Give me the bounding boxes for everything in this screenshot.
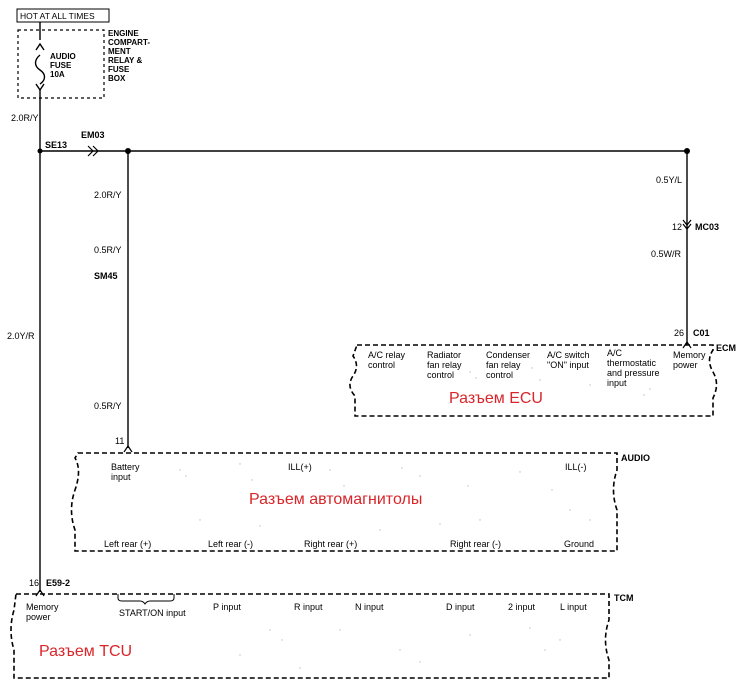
mc03-connector-symbol — [682, 219, 692, 230]
audio-fuse-label: AUDIO FUSE 10A — [50, 52, 76, 79]
fuse-box-label: ENGINE COMPART- MENT RELAY & FUSE BOX — [108, 29, 151, 83]
audio-name: AUDIO — [621, 453, 650, 463]
audio-pin-ground: Ground — [564, 539, 595, 549]
connector-sm45: SM45 — [94, 271, 118, 281]
em03-connector-symbol — [87, 145, 99, 157]
tcm-connector-outline — [10, 593, 610, 679]
ecm-pin-memory-power: Memory power — [673, 350, 706, 370]
connector-c01-pin: 26 — [674, 328, 685, 338]
hot-at-all-times-box — [16, 8, 110, 23]
ecm-pin-ac-switch: A/C switch "ON" input — [547, 350, 590, 370]
tcm-pin-l: L input — [560, 602, 587, 612]
tcm-pin-memory-power: Memory power — [26, 602, 59, 622]
ecm-caption: Разъем ECU — [449, 390, 543, 407]
connector-se13: SE13 — [45, 140, 68, 150]
connector-c01: C01 — [693, 328, 710, 338]
ecm-pin-ac-relay: A/C relay control — [368, 350, 406, 370]
tcm-pin-r: R input — [294, 602, 323, 612]
audio-pin-ill-minus: ILL(-) — [565, 462, 587, 472]
ecm-pin-radiator-fan: Radiator fan relay control — [427, 350, 462, 380]
audio-pin-right-rear-plus: Right rear (+) — [304, 539, 358, 549]
tcm-pin-start-on: START/ON input — [119, 608, 186, 618]
splice-dot-se13 — [37, 148, 43, 154]
tcm-pin-p: P input — [213, 602, 241, 612]
scan-noise — [179, 367, 651, 669]
audio-pin-left-rear-minus: Left rear (-) — [208, 539, 254, 549]
audio-pin-battery: Battery input — [111, 462, 140, 482]
tcm-pin-arrow — [35, 588, 45, 597]
tcm-name: TCM — [614, 593, 634, 603]
wire-label-ecu-bot: 0.5W/R — [651, 249, 682, 259]
wire-label-fuse-out: 2.0R/Y — [11, 113, 39, 123]
connector-e59-pin: 16 — [29, 578, 40, 588]
audio-pin-right-rear-minus: Right rear (-) — [450, 539, 502, 549]
connector-audio-pin: 11 — [115, 436, 125, 446]
tcm-pin-2: 2 input — [508, 602, 536, 612]
hot-at-all-times-label: HOT AT ALL TIMES — [20, 11, 95, 21]
ecm-connector-outline — [349, 344, 718, 417]
audio-caption: Разъем автомагнитолы — [249, 491, 423, 508]
wire-label-main-left: 2.0Y/R — [7, 331, 35, 341]
connector-e59: E59-2 — [46, 578, 71, 588]
tcm-pin-n: N input — [355, 602, 384, 612]
connector-mc03: MC03 — [695, 222, 720, 232]
audio-connector-outline — [70, 452, 618, 552]
connector-em03: EM03 — [81, 130, 105, 140]
fuse-symbol — [34, 22, 46, 98]
ecm-pin-condenser-fan: Condenser fan relay control — [486, 350, 531, 380]
start-on-bracket — [117, 594, 175, 605]
tcm-caption: Разъем TCU — [39, 643, 133, 660]
wire-label-audio-top: 2.0R/Y — [94, 190, 122, 200]
tcm-pin-d: D input — [446, 602, 475, 612]
fuse-box-outline — [17, 29, 105, 99]
audio-pin-ill-plus: ILL(+) — [288, 462, 312, 472]
ecm-name: ECM — [716, 343, 736, 353]
audio-pin-left-rear-plus: Left rear (+) — [104, 539, 152, 549]
ecm-pin-ac-thermostatic: A/C thermostatic and pressure input — [607, 348, 660, 388]
audio-pin-arrow — [123, 444, 133, 453]
wire-label-audio-mid: 0.5R/Y — [94, 245, 122, 255]
connector-mc03-pin: 12 — [672, 222, 683, 232]
wire-label-audio-bot: 0.5R/Y — [94, 401, 122, 411]
ecm-pin-arrow — [682, 340, 692, 349]
wire-label-ecu-top: 0.5Y/L — [656, 175, 683, 185]
